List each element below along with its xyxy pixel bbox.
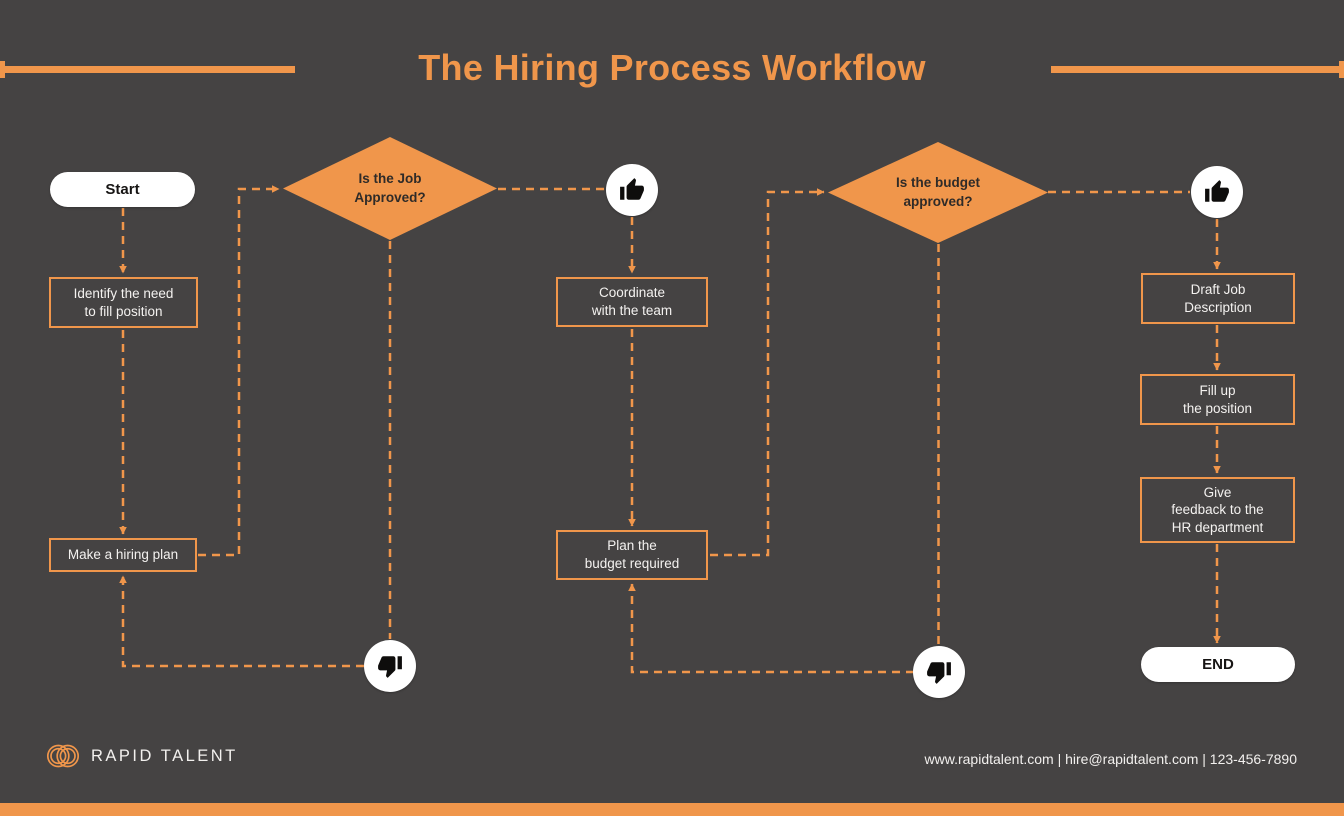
edge-plan-to-job-decision [198, 185, 280, 557]
thumbs-up-icon [1205, 180, 1229, 202]
process-give-feedback: Give feedback to the HR department [1140, 477, 1295, 543]
thumbs-up-icon [620, 178, 644, 200]
budget-rejected-badge [913, 646, 965, 698]
start-node: Start [50, 172, 195, 207]
overlapping-rings-icon [46, 741, 80, 771]
footer-contact: www.rapidtalent.com | hire@rapidtalent.c… [924, 751, 1297, 767]
process-make-plan: Make a hiring plan [49, 538, 197, 572]
process-draft-job: Draft Job Description [1141, 273, 1295, 324]
title-rule-left [0, 66, 295, 73]
edge-budget-plan-to-budget-decision [710, 188, 825, 557]
process-fill-position: Fill up the position [1140, 374, 1295, 425]
thumbs-down-icon [927, 662, 951, 684]
title-rule-right [1051, 66, 1344, 73]
job-approved-badge [606, 164, 658, 216]
process-coordinate-team: Coordinate with the team [556, 277, 708, 327]
thumbs-down-icon [378, 656, 402, 678]
process-plan-budget: Plan the budget required [556, 530, 708, 580]
edge-rejected-to-budget-plan [628, 583, 914, 674]
edge-rejected-to-plan [119, 575, 364, 668]
process-identify-need: Identify the need to fill position [49, 277, 198, 328]
brand-lockup: RAPID TALENT [46, 741, 238, 771]
title-rule-left-cap [0, 61, 5, 78]
budget-approved-badge [1191, 166, 1243, 218]
job-rejected-badge [364, 640, 416, 692]
bottom-accent-bar [0, 803, 1344, 816]
brand-name: RAPID TALENT [91, 746, 238, 765]
end-node: END [1141, 647, 1295, 682]
page-title: The Hiring Process Workflow [418, 47, 926, 88]
title-rule-right-cap [1339, 61, 1344, 78]
